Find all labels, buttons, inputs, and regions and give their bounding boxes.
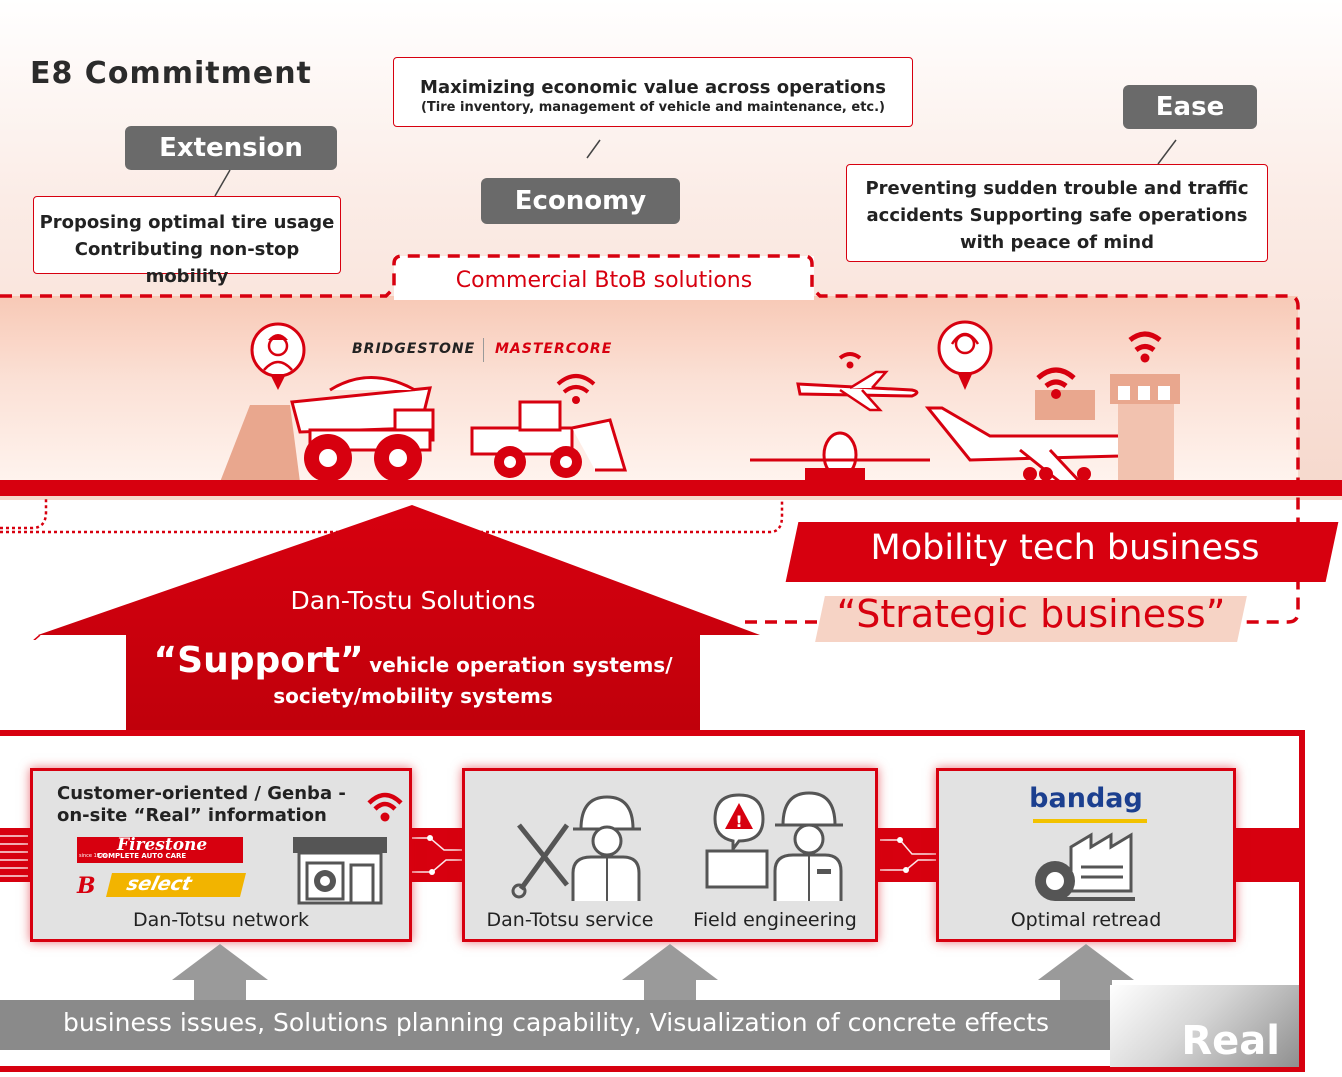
operator-pin-icon <box>937 320 993 390</box>
economy-callout: Maximizing economic value across operati… <box>393 57 913 127</box>
support-line2: society/mobility systems <box>273 684 553 708</box>
ease-pillar: Ease <box>1123 85 1257 129</box>
wifi-icon <box>1036 367 1076 399</box>
optimal-retread-panel: bandag Optimal retread <box>936 768 1236 942</box>
mine-mound <box>220 405 300 482</box>
logo-divider <box>483 338 484 362</box>
ease-callout: Preventing sudden trouble and traffic ac… <box>846 164 1268 262</box>
ease-callout-line1: Preventing sudden trouble and traffic <box>865 178 1249 199</box>
mobility-tech-label: Mobility tech business <box>870 528 1260 568</box>
extension-callout-line2: Contributing non-stop mobility <box>74 239 300 287</box>
page-title: E8 Commitment <box>30 56 312 91</box>
strategic-dashed-border <box>0 254 1300 624</box>
bottom-capabilities-text: business issues, Solutions planning capa… <box>62 1008 1050 1037</box>
dotted-line <box>0 500 784 534</box>
economy-pillar: Economy <box>481 178 680 224</box>
vehicle-illustrations <box>220 320 1180 484</box>
select-wordmark: select <box>124 873 194 895</box>
btob-label: Commercial BtoB solutions <box>455 268 753 293</box>
airplane-icon <box>796 370 919 412</box>
bottom-capabilities-bar <box>0 1000 1112 1050</box>
network-header-line2: on-site “Real” information <box>57 805 327 826</box>
network-header-line1: Customer-oriented / Genba - <box>57 783 346 804</box>
wheel-loader-icon <box>470 400 628 478</box>
extension-connector <box>214 169 231 197</box>
bandag-underline <box>1033 819 1147 823</box>
economy-callout-line2: (Tire inventory, management of vehicle a… <box>420 100 885 115</box>
strategic-label: “Strategic business” <box>836 592 1226 636</box>
support-arrow <box>38 505 760 730</box>
service-label: Dan-Totsu service <box>486 909 654 931</box>
ease-callout-line3: with peace of mind <box>960 232 1154 253</box>
real-corner <box>1110 985 1299 1067</box>
extension-callout: Proposing optimal tire usage Contributin… <box>33 196 341 287</box>
firestone-wordmark: Firestone <box>117 835 208 855</box>
dan-tostu-solutions-label: Dan-Tostu Solutions <box>290 586 536 615</box>
mechanic-icon <box>511 795 641 901</box>
network-header: Customer-oriented / Genba - on-site “Rea… <box>57 783 346 827</box>
dotted-left <box>0 498 48 530</box>
retread-factory-icon <box>1035 832 1135 901</box>
wifi-icon <box>838 352 862 369</box>
dan-totsu-network-panel: Customer-oriented / Genba - on-site “Rea… <box>30 768 412 942</box>
dashed-borders <box>0 254 1300 640</box>
firestone-logo: Firestone COMPLETE AUTO CARE since 1926 <box>77 835 243 863</box>
control-tower-icon <box>1110 331 1180 484</box>
select-logo: select <box>106 873 246 897</box>
bridgestone-b-icon: B <box>77 873 96 899</box>
ease-connector <box>1157 139 1177 165</box>
support-big-label: “Support” <box>153 640 364 681</box>
dump-truck-icon <box>290 376 435 482</box>
extension-pillar: Extension <box>125 126 337 170</box>
bridgestone-logo: BRIDGESTONE <box>352 341 476 357</box>
worker-pin-icon <box>250 322 306 390</box>
bandag-logo: bandag <box>1029 783 1143 814</box>
economy-callout-line1: Maximizing economic value across operati… <box>420 77 886 98</box>
network-label: Dan-Totsu network <box>132 909 310 931</box>
support-heading: “Support” vehicle operation systems/ <box>126 640 700 681</box>
extension-callout-line1: Proposing optimal tire usage <box>39 212 335 233</box>
retread-label: Optimal retread <box>1010 909 1162 931</box>
ground-red-line <box>0 480 1342 496</box>
field-engineering-label: Field engineering <box>693 909 857 931</box>
dan-totsu-service-panel: ! Dan-Totsu service Field engineering <box>462 768 878 942</box>
engineer-icon: ! <box>705 791 843 901</box>
wifi-icon <box>367 792 403 822</box>
real-label: Real <box>1181 1018 1280 1064</box>
ease-callout-line2: accidents Supporting safe operations <box>866 205 1248 226</box>
callout-connectors <box>214 139 1177 197</box>
firestone-subtext: COMPLETE AUTO CARE <box>97 852 187 860</box>
gray-up-arrows <box>172 944 1134 1002</box>
shop-icon <box>293 837 387 905</box>
mastercore-logo: MASTERCORE <box>495 341 613 357</box>
airplane-icon <box>924 390 1137 484</box>
firestone-since: since 1926 <box>79 853 107 859</box>
wifi-icon <box>556 374 596 404</box>
btob-tab <box>394 256 814 300</box>
support-line1: vehicle operation systems/ <box>369 653 673 677</box>
economy-connector <box>586 139 601 159</box>
svg-text:!: ! <box>735 812 742 831</box>
airplane-icon <box>750 431 930 480</box>
